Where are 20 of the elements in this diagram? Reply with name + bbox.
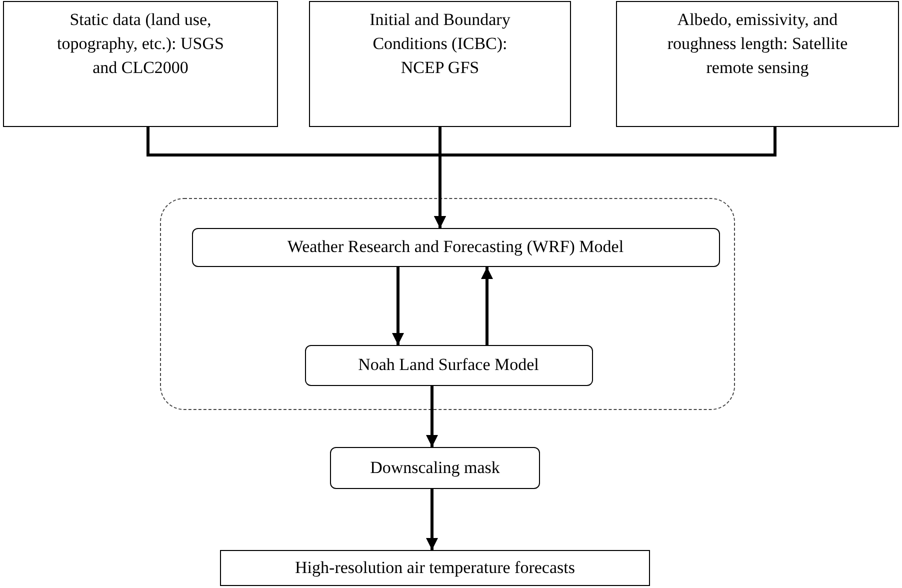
- process-box: [304, 344, 592, 386]
- process-box: [616, 1, 899, 127]
- arrow: [481, 267, 493, 345]
- node-text: Downscaling mask: [370, 457, 500, 479]
- process-box: [220, 550, 650, 586]
- arrow: [434, 127, 776, 228]
- node-text: Static data (land use, topography, etc.): USGS and CLC2000: [56, 9, 225, 79]
- process-box: [330, 447, 540, 489]
- node-text: Noah Land Surface Model: [358, 354, 539, 376]
- node-text: High-resolution air temperature forecasts: [295, 557, 575, 579]
- process-box: [192, 228, 720, 266]
- arrow: [426, 489, 438, 550]
- node-text: Albedo, emissivity, and roughness length: Satellite remote sensing: [666, 9, 849, 79]
- process-box: [309, 1, 571, 127]
- node-text: Weather Research and Forecasting (WRF) Model: [287, 236, 624, 258]
- node-text: Initial and Boundary Conditions (ICBC): NCEP GFS: [368, 9, 512, 79]
- arrow: [392, 267, 404, 345]
- dashed-group-box: [160, 198, 735, 410]
- process-box: [3, 1, 278, 127]
- arrow: [426, 386, 438, 447]
